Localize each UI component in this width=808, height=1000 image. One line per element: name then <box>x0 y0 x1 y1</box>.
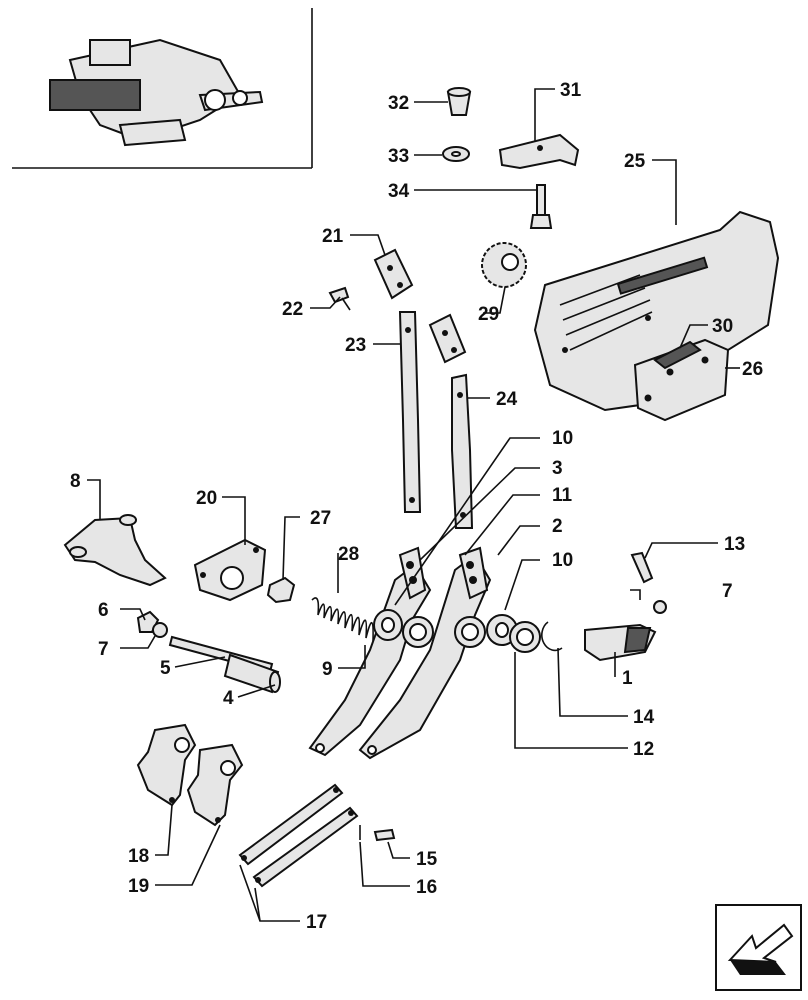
callout-2: 2 <box>552 516 563 537</box>
callout-29: 29 <box>478 304 499 325</box>
screw-part-34 <box>529 184 553 229</box>
link-part-17a <box>238 783 344 866</box>
pin-part-22 <box>328 286 351 311</box>
callout-14: 14 <box>633 707 655 728</box>
inset-assembly-thumbnail <box>12 8 313 169</box>
callout-25: 25 <box>624 151 646 172</box>
ring-part-10b <box>454 616 486 648</box>
callout-7a: 7 <box>98 639 109 660</box>
washer-part-7b <box>653 600 667 614</box>
callout-23: 23 <box>345 335 366 356</box>
callout-15: 15 <box>416 849 438 870</box>
circlip-part-14 <box>541 621 563 652</box>
block-part-21 <box>373 248 414 300</box>
callout-24: 24 <box>496 389 518 410</box>
lever-part-9 <box>308 563 432 757</box>
housing-cover-part-25 <box>533 210 780 412</box>
spring-part-28 <box>311 597 374 642</box>
callout-32: 32 <box>388 93 409 114</box>
assembly-thumbnail-icon <box>49 38 264 147</box>
callout-20: 20 <box>196 488 217 509</box>
link-part-17b <box>252 806 359 888</box>
callout-28: 28 <box>338 544 359 565</box>
callout-9: 9 <box>322 659 333 680</box>
sleeve-part-4 <box>223 653 281 694</box>
bolt-part-13 <box>630 551 654 584</box>
callout-31: 31 <box>560 80 582 101</box>
callout-18: 18 <box>128 846 149 867</box>
callout-17: 17 <box>306 912 327 933</box>
washer-part-7 <box>152 622 168 638</box>
prev-page-button[interactable] <box>715 904 802 991</box>
callout-33: 33 <box>388 146 409 167</box>
callout-16: 16 <box>416 877 437 898</box>
callout-12: 12 <box>633 739 654 760</box>
pad-part-30 <box>653 340 702 370</box>
nut-part-27 <box>266 576 296 604</box>
callout-8: 8 <box>70 471 81 492</box>
plug-part-32 <box>446 87 472 116</box>
callout-34: 34 <box>388 181 410 202</box>
callout-1: 1 <box>622 668 633 689</box>
plate-part-20 <box>193 538 267 602</box>
end-part-1 <box>584 623 657 662</box>
ring-part-12 <box>509 621 541 653</box>
arm-part-11 <box>458 546 489 600</box>
fork-part-8 <box>63 514 167 587</box>
strap-part-24 <box>451 373 474 529</box>
cam-part-18 <box>136 723 197 807</box>
callout-22: 22 <box>282 299 303 320</box>
lever-part-2 <box>358 553 492 760</box>
pin-part-15 <box>373 828 396 842</box>
callout-5: 5 <box>160 658 171 679</box>
callout-13: 13 <box>724 534 745 555</box>
callout-11: 11 <box>552 485 573 506</box>
washer-part-10 <box>373 609 403 641</box>
callout-19: 19 <box>128 876 149 897</box>
washer-part-33 <box>442 146 470 162</box>
block-part-21b <box>428 313 467 364</box>
gear-part-29 <box>481 242 527 288</box>
clip-part-31 <box>498 133 580 170</box>
callout-10b: 10 <box>552 550 573 571</box>
cam-part-19 <box>186 743 244 827</box>
callout-7b: 7 <box>722 581 733 602</box>
prev-page-arrow-icon <box>727 923 794 975</box>
callout-21: 21 <box>322 226 344 247</box>
leader-lines <box>87 88 740 922</box>
strap-part-23 <box>398 311 422 513</box>
callout-10a: 10 <box>552 428 573 449</box>
callout-30: 30 <box>712 316 733 337</box>
callout-3: 3 <box>552 458 563 479</box>
callout-6: 6 <box>98 600 109 621</box>
callout-4: 4 <box>223 688 234 709</box>
callout-26: 26 <box>742 359 763 380</box>
callout-27: 27 <box>310 508 331 529</box>
ring-part-10a <box>402 616 434 648</box>
